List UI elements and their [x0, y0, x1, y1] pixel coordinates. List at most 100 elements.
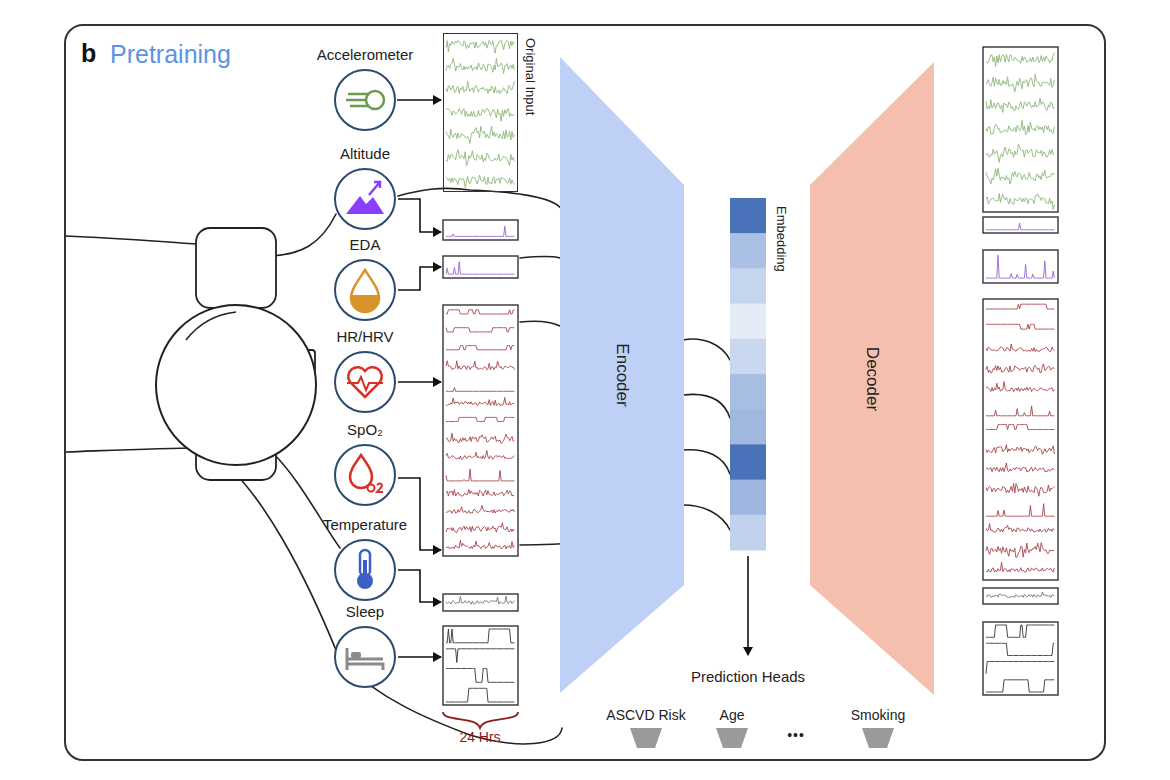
signal-trace	[446, 505, 514, 513]
signal-trace	[446, 310, 514, 314]
head-shape	[716, 728, 748, 748]
signal-trace	[986, 255, 1054, 278]
node-outline	[333, 167, 397, 231]
hand-outline	[683, 339, 730, 360]
signal-panel	[983, 47, 1058, 212]
icon-part	[346, 94, 369, 106]
sensor-label: Altitude	[340, 145, 390, 162]
signal-trace	[446, 58, 514, 73]
ellipsis-mark: •••	[787, 727, 805, 743]
sensor-label: Sleep	[346, 603, 384, 620]
node-outline	[730, 198, 766, 550]
input-panel: Original Input	[443, 33, 518, 192]
signal-trace	[986, 168, 1054, 184]
signal-trace	[446, 629, 514, 643]
signal-trace	[446, 450, 514, 459]
block-label: Decoder	[862, 346, 882, 410]
node-outline	[333, 258, 397, 322]
embedding-cell	[730, 444, 766, 480]
hand-outline	[520, 257, 560, 259]
signal-trace	[446, 226, 514, 236]
signal-trace	[446, 489, 514, 496]
hand-outline	[683, 394, 730, 418]
signal-trace	[986, 98, 1054, 112]
signal-trace	[446, 523, 514, 533]
embedding-cell	[730, 339, 766, 375]
trapezoid-shape	[560, 57, 684, 693]
sensor-icon	[346, 182, 384, 214]
signal-trace	[446, 669, 514, 683]
sensor-label: EDA	[350, 236, 381, 253]
signal-trace	[446, 688, 514, 702]
circle-outline	[335, 540, 395, 600]
section-label: Prediction Heads	[691, 668, 805, 685]
signal-trace	[446, 328, 514, 332]
embedding-cell	[730, 515, 766, 551]
panel-caption: Original Input	[523, 38, 538, 115]
prediction-head: Smoking	[862, 728, 894, 748]
node-outline	[333, 538, 397, 602]
signal-trace	[986, 592, 1054, 598]
signal-trace	[446, 346, 514, 350]
hand-outline	[272, 452, 340, 548]
sensor-wire	[398, 656, 441, 658]
signal-trace	[446, 175, 514, 188]
icon-part	[377, 484, 383, 493]
sensor-icon	[346, 91, 384, 109]
trapezoid-shape	[810, 62, 934, 695]
icon-part	[369, 182, 380, 195]
sensor-label: Temperature	[323, 516, 407, 533]
signal-panel	[443, 305, 518, 556]
signal-trace	[446, 81, 514, 94]
signal-trace	[446, 361, 514, 370]
node-outline	[716, 728, 748, 748]
circle-outline	[335, 70, 395, 130]
node-outline	[333, 443, 397, 507]
embedding-cell	[730, 304, 766, 340]
signal-trace	[446, 40, 514, 53]
signal-trace	[446, 388, 514, 392]
signal-trace	[446, 540, 514, 549]
signal-trace	[986, 382, 1054, 392]
icon-part	[351, 652, 361, 658]
sensor-icon	[357, 550, 373, 589]
icon-part	[363, 560, 367, 578]
signal-trace	[446, 596, 514, 604]
sensor-icon	[347, 648, 383, 670]
signal-trace	[446, 150, 514, 166]
sensor-circle: EDA	[333, 258, 397, 322]
connector-arrow	[397, 99, 441, 101]
signal-trace	[986, 120, 1054, 134]
sensor-circle: SpO₂	[333, 443, 397, 507]
signal-panel	[443, 220, 518, 240]
duration-label: 24 Hrs	[459, 729, 500, 745]
signal-trace	[446, 417, 514, 421]
watch-face	[156, 305, 316, 465]
embedding-bar: Embedding	[730, 198, 766, 550]
sensor-wire	[398, 478, 441, 550]
signal-trace	[986, 74, 1054, 92]
panel-letter: b	[81, 39, 96, 68]
node-outline	[630, 728, 662, 748]
signal-trace	[986, 625, 1054, 637]
encoder-trapezoid: Encoder	[560, 57, 684, 693]
circle-outline	[335, 169, 395, 229]
watch-band-top	[196, 228, 276, 308]
signal-panel	[983, 299, 1058, 580]
signal-panel	[983, 217, 1058, 233]
sensor-icon	[350, 455, 383, 492]
signal-trace	[986, 484, 1054, 497]
hand-outline	[66, 236, 198, 244]
hand-outline	[683, 450, 730, 474]
signal-trace	[986, 463, 1054, 472]
node-outline	[333, 68, 397, 132]
signal-trace	[446, 398, 514, 406]
head-label: Age	[720, 707, 745, 723]
sensor-circle: Temperature	[333, 538, 397, 602]
circle-outline	[335, 627, 395, 687]
sensor-circle: Altitude	[333, 167, 397, 231]
head-arrow	[747, 556, 749, 655]
icon-part	[346, 196, 384, 214]
signal-trace	[986, 144, 1054, 162]
